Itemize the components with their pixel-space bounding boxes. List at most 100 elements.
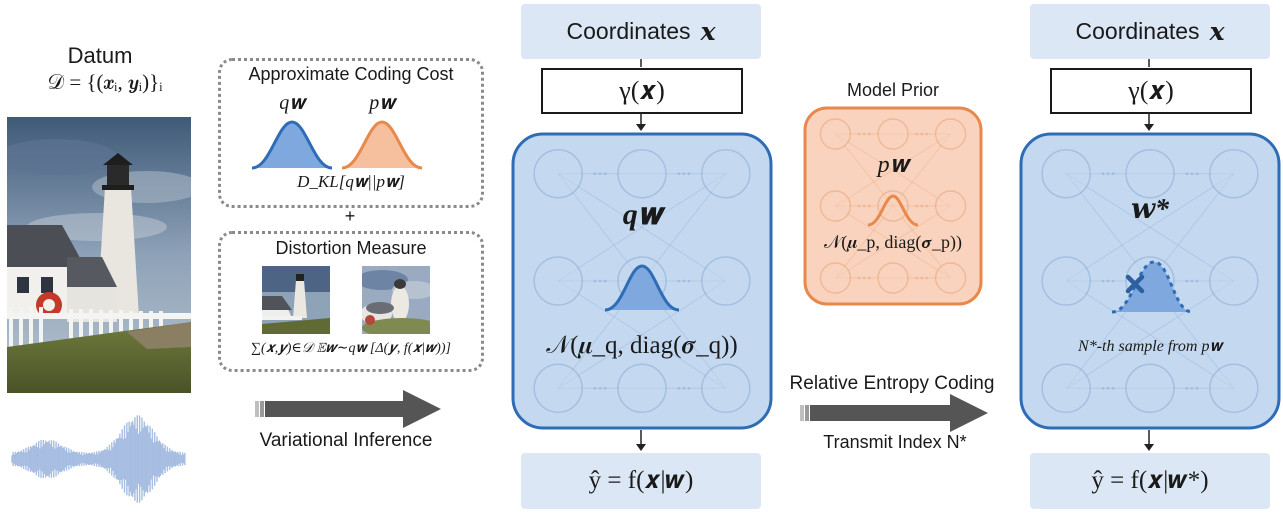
network-edge — [835, 133, 951, 207]
network-node — [1041, 148, 1091, 199]
ellipsis-dot — [603, 279, 607, 283]
distortion-title: Distortion Measure — [275, 238, 427, 258]
coding-cost-box — [218, 58, 484, 208]
output-left: ŷ = f(𝒙|𝒘) — [521, 453, 761, 509]
fourier-features-left: γ(𝒙) — [541, 68, 743, 114]
arrow-coord-to-gamma-right — [1148, 59, 1150, 67]
ellipsis-dot — [1111, 386, 1115, 390]
network-edge — [835, 205, 951, 279]
ellipsis-dot — [862, 204, 866, 208]
ellipsis-dot — [867, 132, 871, 136]
arrow-gamma-to-network-left — [636, 112, 646, 131]
ellipsis-dot — [682, 172, 686, 176]
coordinates-label: Coordinates — [1075, 18, 1200, 44]
ellipsis-dot — [915, 132, 919, 136]
network-node — [877, 262, 909, 294]
sample-description: N*-th sample from p𝐰 — [1078, 338, 1222, 355]
network-node — [819, 262, 852, 294]
network-node — [1041, 256, 1091, 306]
ellipsis-dot — [1190, 172, 1194, 176]
ellipsis-dot — [598, 172, 602, 176]
arrow-coord-to-gamma-left — [640, 59, 642, 67]
network-edge — [1065, 280, 1235, 389]
p-weights-label: p𝐰 — [877, 152, 909, 178]
network-node — [1041, 363, 1091, 414]
coordinates-input-left: Coordinates 𝒙 — [521, 4, 761, 59]
coding-cost-title: Approximate Coding Cost — [248, 64, 454, 84]
ellipsis-dot — [1190, 386, 1194, 390]
ellipsis-dot — [925, 204, 929, 208]
w-star-label: 𝒘* — [1130, 194, 1170, 225]
ellipsis-dot — [687, 386, 691, 390]
arrow-gamma-to-network-right — [1144, 112, 1154, 131]
ellipsis-dot — [593, 386, 597, 390]
ellipsis-dot — [603, 172, 607, 176]
network-node — [934, 262, 967, 294]
network-node — [819, 190, 852, 222]
p-distribution-curve — [867, 194, 919, 227]
q-w-label: q𝐰 — [279, 92, 305, 114]
network-node — [533, 363, 583, 414]
ellipsis-dot — [1185, 386, 1189, 390]
ellipsis-dot — [920, 132, 924, 136]
network-graph — [819, 118, 967, 294]
distortion-box — [218, 231, 484, 372]
ellipsis-dot — [920, 204, 924, 208]
sampled-distribution-curve — [1111, 260, 1193, 314]
lighthouse-photo — [7, 117, 191, 393]
reconstructed-image-thumb — [362, 266, 430, 334]
ellipsis-dot — [1195, 279, 1199, 283]
network-node — [701, 363, 751, 414]
ellipsis-dot — [682, 279, 686, 283]
sample-cross-icon — [1125, 274, 1145, 294]
ellipsis-dot — [1111, 172, 1115, 176]
network-node — [934, 118, 967, 150]
network-node — [533, 148, 583, 199]
output-right: ŷ = f(𝒙|𝒘*) — [1030, 453, 1270, 509]
coordinates-variable: 𝒙 — [700, 18, 716, 46]
ellipsis-dot — [920, 276, 924, 280]
variational-inference-label: Variational Inference — [259, 430, 433, 451]
ellipsis-dot — [1195, 172, 1199, 176]
ellipsis-dot — [603, 386, 607, 390]
plus-sign: + — [344, 206, 356, 226]
ellipsis-dot — [1101, 279, 1105, 283]
ellipsis-dot — [677, 172, 681, 176]
kl-divergence: D_KL[q𝐰||p𝐰] — [297, 172, 405, 191]
network-edge — [557, 280, 727, 389]
ellipsis-dot — [1101, 386, 1105, 390]
network-node — [1209, 148, 1259, 199]
network-edge — [557, 173, 727, 282]
q-gaussian-curve — [251, 120, 333, 170]
ellipsis-dot — [857, 132, 861, 136]
network-node — [701, 256, 751, 306]
model-prior-network — [803, 106, 983, 306]
network-edge — [1065, 173, 1235, 282]
network-node — [617, 148, 667, 199]
relative-entropy-coding-arrow — [800, 394, 988, 432]
network-node — [701, 148, 751, 199]
network-edge — [557, 173, 727, 282]
ellipsis-dot — [598, 279, 602, 283]
ellipsis-dot — [862, 276, 866, 280]
ellipsis-dot — [857, 204, 861, 208]
network-edge — [1065, 280, 1235, 389]
network-edge — [835, 133, 951, 207]
transmit-index-label: Transmit Index N* — [823, 432, 967, 452]
network-node — [877, 118, 909, 150]
p-gaussian-formula: 𝒩(𝝁_p, diag(𝝈_p)) — [824, 232, 962, 252]
datum-title: Datum — [67, 43, 133, 68]
ellipsis-dot — [677, 279, 681, 283]
variational-inference-arrow — [255, 390, 441, 428]
network-node — [1125, 363, 1175, 414]
network-graph — [533, 148, 751, 414]
ellipsis-dot — [867, 204, 871, 208]
coordinates-variable: 𝒙 — [1209, 18, 1225, 46]
arrow-network-to-output-right — [1144, 430, 1154, 451]
ellipsis-dot — [857, 276, 861, 280]
distortion-formula: ∑(𝒙,𝒚)∈𝒟 𝔼𝒘∼q𝐰 [Δ(𝒚, f(𝒙|𝒘))] — [251, 341, 451, 356]
q-gaussian-formula: 𝒩(𝝁_q, diag(𝝈_q)) — [546, 332, 738, 359]
network-node — [877, 190, 909, 222]
network-node — [1209, 256, 1259, 306]
ellipsis-dot — [862, 132, 866, 136]
